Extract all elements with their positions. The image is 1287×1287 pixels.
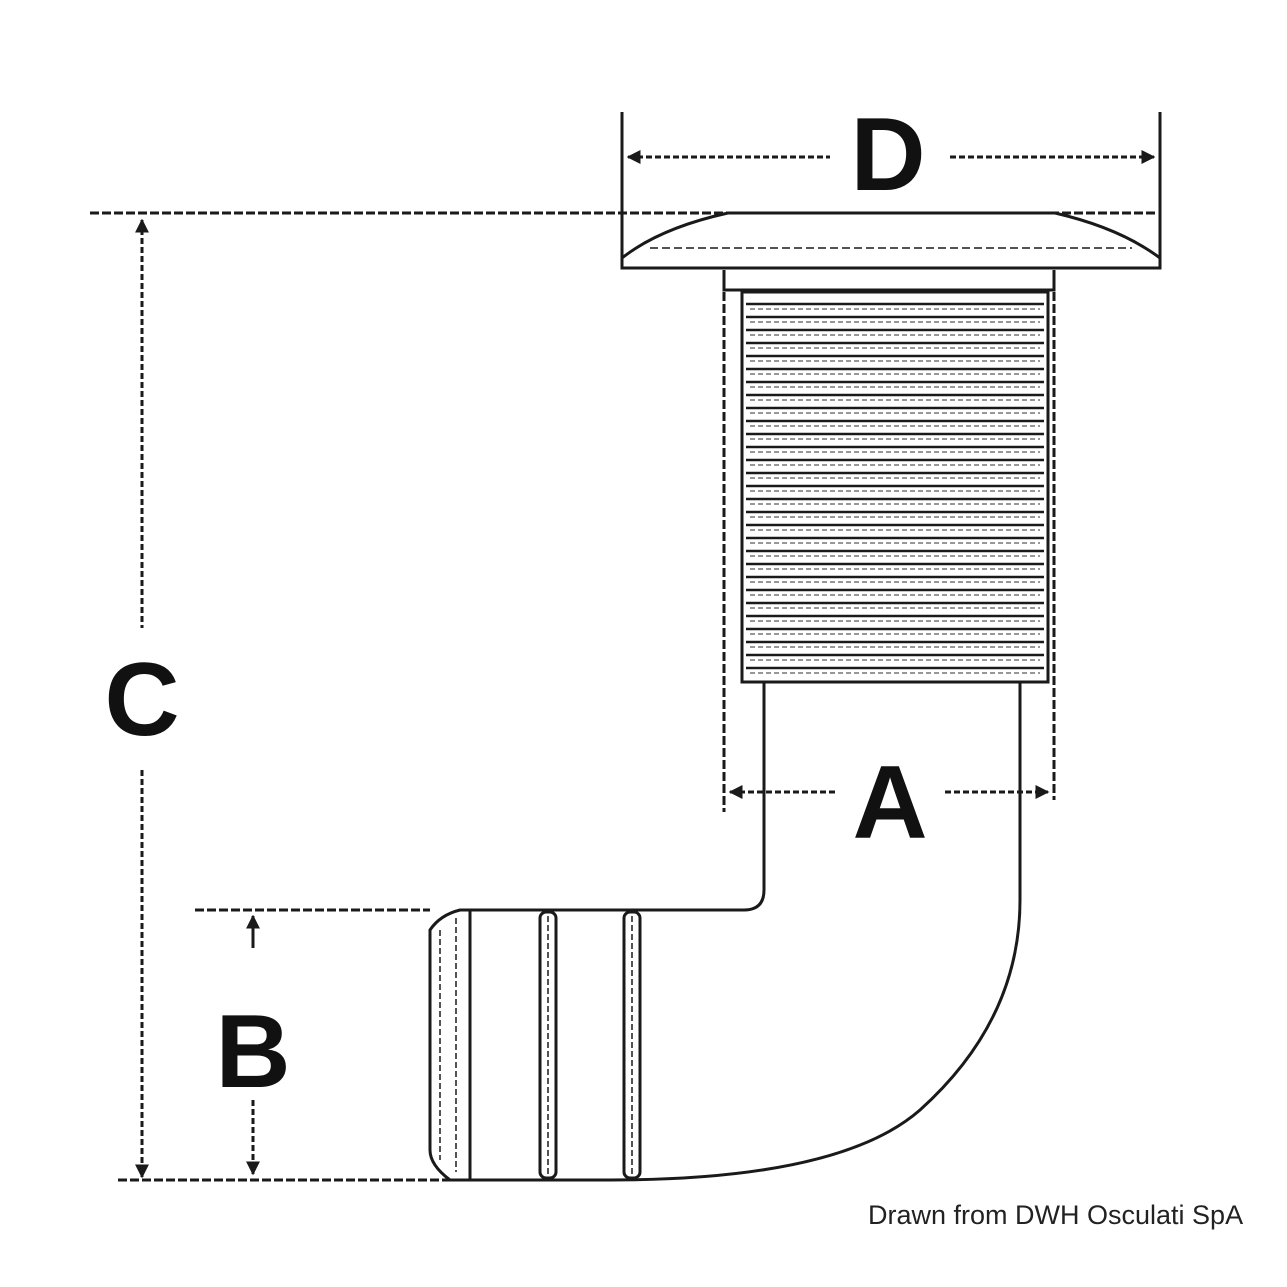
thread-section — [740, 290, 1050, 684]
elbow-pipe — [468, 680, 1022, 1182]
fitting-body — [428, 211, 1162, 1182]
dimension-b-label: B — [215, 994, 290, 1110]
hose-barb — [428, 908, 642, 1182]
dimension-c-label: C — [104, 642, 179, 758]
dimension-d: D — [620, 97, 1162, 268]
dimension-d-label: D — [850, 97, 925, 213]
flange — [620, 211, 1162, 270]
credit-text: Drawn from DWH Osculati SpA — [868, 1200, 1243, 1230]
dimension-a-label: A — [852, 745, 927, 861]
dimension-a: A — [722, 280, 1056, 861]
dimension-b: B — [118, 908, 470, 1182]
